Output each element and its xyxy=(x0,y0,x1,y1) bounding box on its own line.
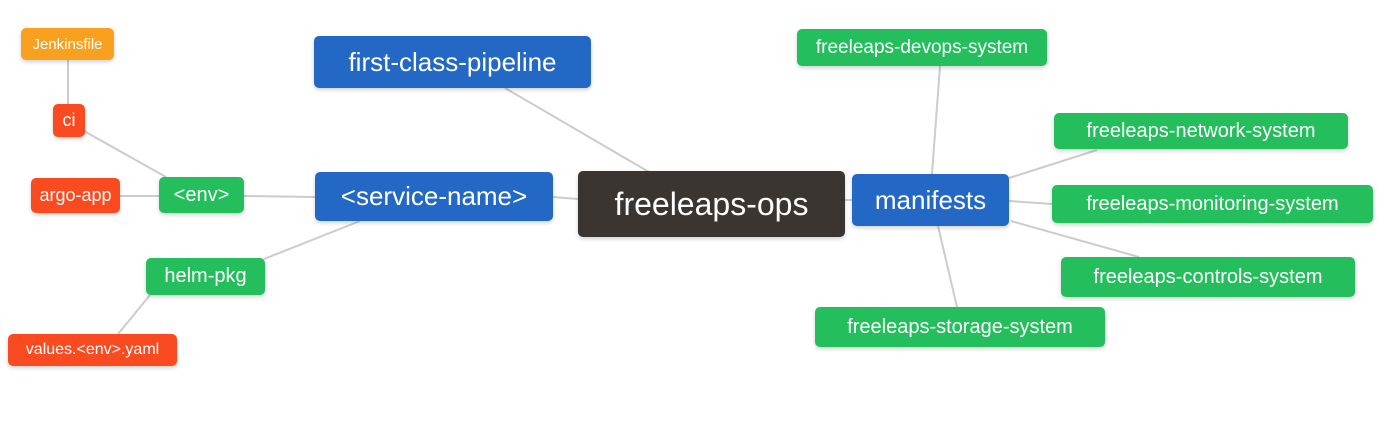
node-ci[interactable]: ci xyxy=(53,104,85,137)
node-service-name[interactable]: <service-name> xyxy=(315,172,553,221)
node-freeleaps-storage-system[interactable]: freeleaps-storage-system xyxy=(815,307,1105,347)
node-values-env-yaml[interactable]: values.<env>.yaml xyxy=(8,334,177,366)
node-freeleaps-monitoring-system[interactable]: freeleaps-monitoring-system xyxy=(1052,185,1373,223)
node-freeleaps-controls-system[interactable]: freeleaps-controls-system xyxy=(1061,257,1355,297)
node-env[interactable]: <env> xyxy=(159,177,244,213)
node-freeleaps-ops[interactable]: freeleaps-ops xyxy=(578,171,845,237)
node-first-class-pipeline[interactable]: first-class-pipeline xyxy=(314,36,591,88)
node-jenkinsfile[interactable]: Jenkinsfile xyxy=(21,28,114,60)
node-argo-app[interactable]: argo-app xyxy=(31,178,120,213)
node-freeleaps-network-system[interactable]: freeleaps-network-system xyxy=(1054,113,1348,149)
node-helm-pkg[interactable]: helm-pkg xyxy=(146,258,265,295)
node-freeleaps-devops-system[interactable]: freeleaps-devops-system xyxy=(797,29,1047,66)
node-manifests[interactable]: manifests xyxy=(852,174,1009,226)
